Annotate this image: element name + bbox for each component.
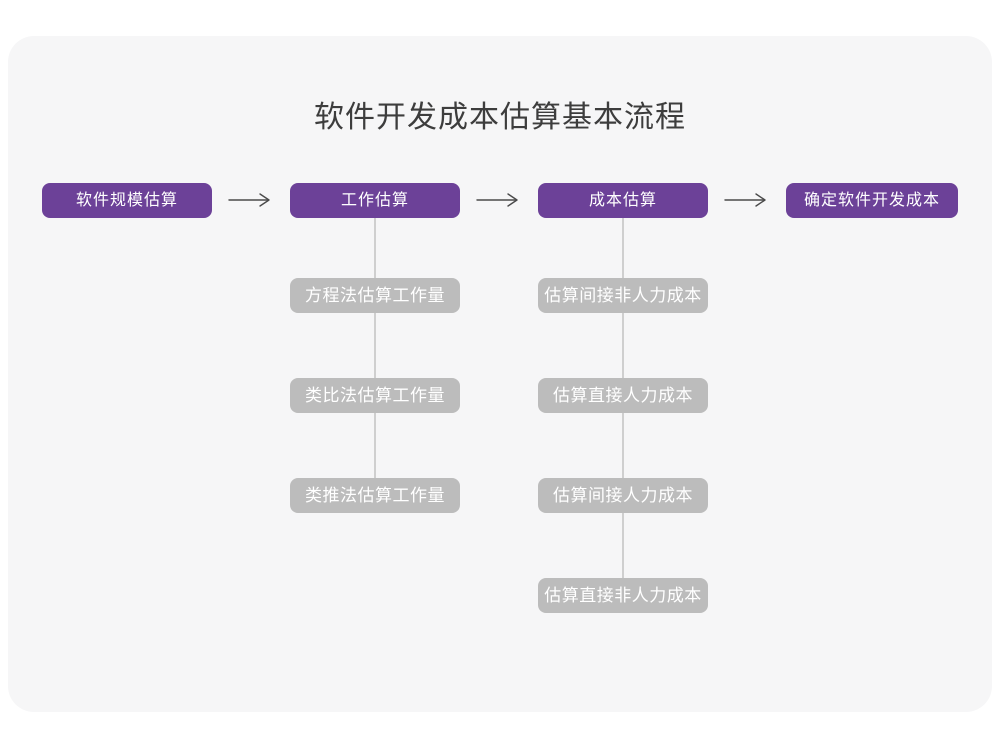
diagram-card [8, 36, 992, 712]
sub-step-direct-labor-cost: 估算直接人力成本 [538, 378, 708, 413]
sub-step-direct-non-labor-cost: 估算直接非人力成本 [538, 578, 708, 613]
diagram-title: 软件开发成本估算基本流程 [314, 101, 686, 134]
arrow-right-icon [476, 193, 518, 207]
sub-step-equation-method: 方程法估算工作量 [290, 278, 460, 313]
connector-line-work-estimation [374, 218, 376, 496]
step-software-scale-estimation: 软件规模估算 [42, 183, 212, 218]
arrow-right-icon [228, 193, 270, 207]
sub-step-indirect-non-labor-cost: 估算间接非人力成本 [538, 278, 708, 313]
step-cost-estimation: 成本估算 [538, 183, 708, 218]
sub-step-indirect-labor-cost: 估算间接人力成本 [538, 478, 708, 513]
sub-step-analogy-method: 类比法估算工作量 [290, 378, 460, 413]
arrow-right-icon [724, 193, 766, 207]
sub-step-extrapolation-method: 类推法估算工作量 [290, 478, 460, 513]
step-work-estimation: 工作估算 [290, 183, 460, 218]
step-determine-development-cost: 确定软件开发成本 [786, 183, 958, 218]
